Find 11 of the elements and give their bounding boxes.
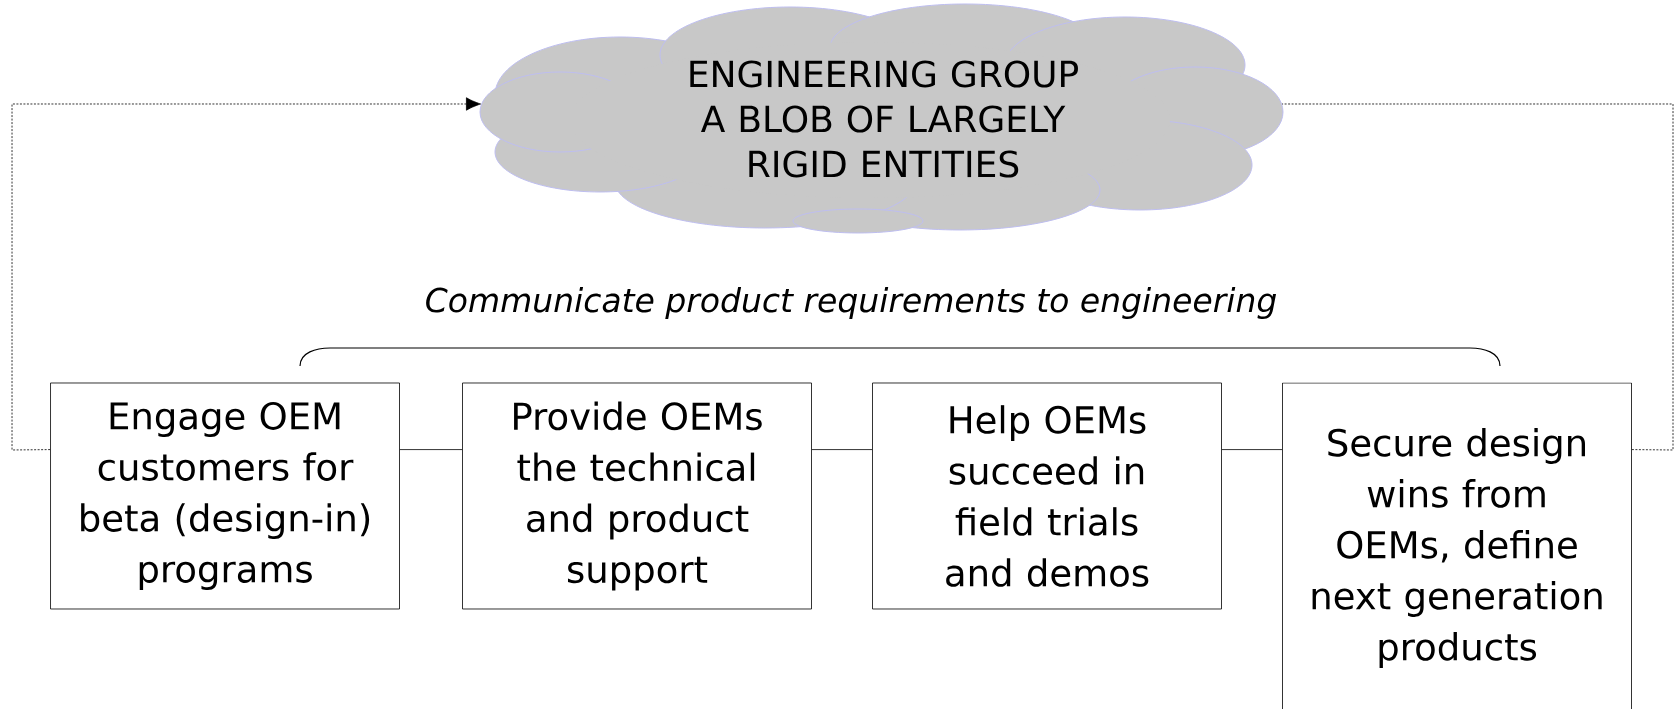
process-box: Provide OEMs the technical and product support	[462, 382, 812, 610]
process-box: Engage OEM customers for beta (design-in) programs	[50, 382, 400, 610]
connector	[399, 449, 463, 450]
connector	[1221, 449, 1283, 450]
connector	[811, 449, 873, 450]
process-box: Help OEMs succeed in field trials and demos	[872, 382, 1222, 610]
cloud: ENGINEERING GROUP A BLOB OF LARGELY RIGID ENTITIES	[479, 3, 1284, 234]
connector	[1281, 103, 1674, 451]
connector	[11, 97, 481, 451]
heading-text: Communicate product requirements to engineering	[426, 287, 1277, 319]
process-box: Secure design wins from OEMs, define next generation products	[1282, 382, 1632, 709]
